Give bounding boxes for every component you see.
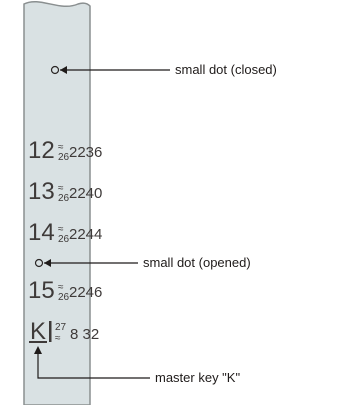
callout-arrow-opened xyxy=(44,259,51,267)
code-row-13: 13 ≈ 26 2240 xyxy=(28,178,102,205)
small-dot-opened xyxy=(34,258,44,268)
label-master-key: master key "K" xyxy=(155,370,240,385)
callout-arrow-master-key xyxy=(34,346,42,354)
code-row-12: 12 ≈ 26 2236 xyxy=(28,137,102,164)
row-stack-top: ≈ xyxy=(58,224,64,235)
master-key-row: K 27 ≈ 8 32 xyxy=(29,318,99,345)
code-row-14: 14 ≈ 26 2244 xyxy=(28,219,102,246)
row-stack-top: ≈ xyxy=(58,183,64,194)
row-code: 2240 xyxy=(69,185,102,202)
label-small-dot-closed: small dot (closed) xyxy=(175,62,277,77)
master-key-bar xyxy=(49,321,52,342)
row-stack-top: ≈ xyxy=(58,142,64,153)
master-key-letter: K xyxy=(30,318,46,345)
row-stack-bottom: 26 xyxy=(58,234,70,245)
row-number: 14 xyxy=(28,219,55,246)
row-number: 13 xyxy=(28,178,55,205)
code-row-15: 15 ≈ 26 2246 xyxy=(28,277,102,304)
callout-arrow-closed xyxy=(60,66,67,74)
callout-line-master-key xyxy=(37,351,150,379)
row-code: 2246 xyxy=(69,284,102,301)
small-dot-closed xyxy=(50,65,60,75)
row-stack-top: ≈ xyxy=(58,282,64,293)
row-stack-bottom: 26 xyxy=(58,152,70,163)
master-stack-bottom: ≈ xyxy=(55,333,61,344)
row-code: 2236 xyxy=(69,144,102,161)
master-stack-top: 27 xyxy=(55,322,67,333)
master-code: 8 32 xyxy=(70,326,99,343)
row-stack-bottom: 26 xyxy=(58,292,70,303)
row-number: 12 xyxy=(28,137,55,164)
label-small-dot-opened: small dot (opened) xyxy=(143,255,251,270)
row-code: 2244 xyxy=(69,226,102,243)
row-number: 15 xyxy=(28,277,55,304)
row-stack-bottom: 26 xyxy=(58,193,70,204)
code-strip xyxy=(23,1,91,405)
